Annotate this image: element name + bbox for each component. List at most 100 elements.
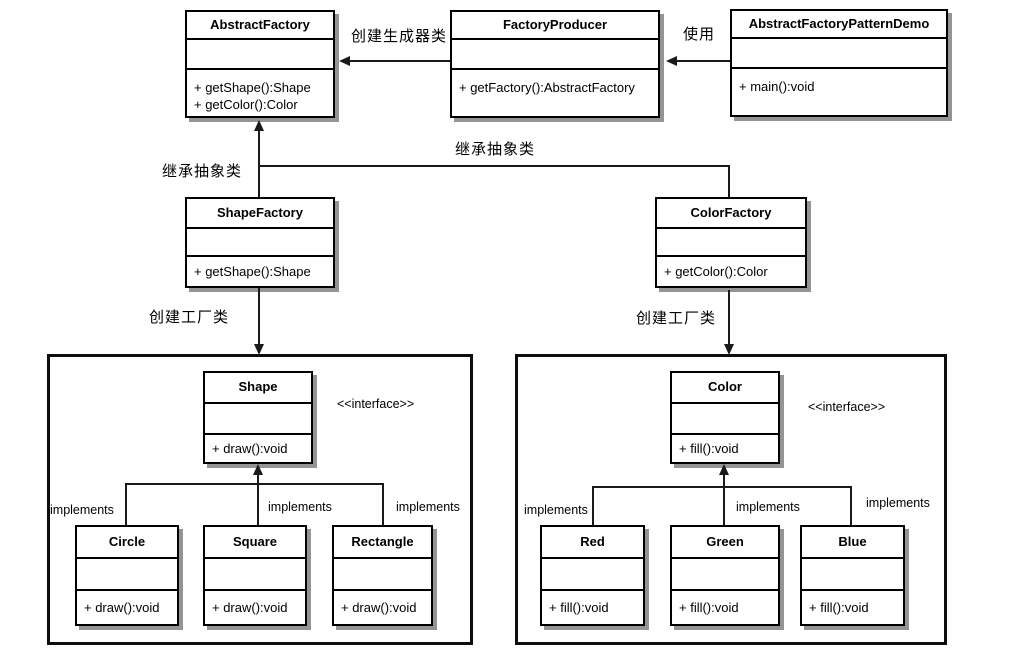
class-method: + getShape():Shape	[194, 80, 311, 95]
edge-colorfactory-inherit-vline	[728, 165, 730, 197]
edge-implements-color-hline	[592, 486, 852, 488]
class-name: Blue	[802, 527, 903, 559]
package-shapes	[47, 354, 473, 645]
class-factory-producer: FactoryProducer + getFactory():AbstractF…	[450, 10, 660, 118]
label-implements-red: implements	[524, 503, 588, 517]
class-shape-factory: ShapeFactory + getShape():Shape	[185, 197, 335, 288]
class-attrs-empty	[77, 559, 177, 591]
class-shape-interface: Shape + draw():void	[203, 371, 313, 464]
class-attrs-empty	[672, 404, 778, 435]
edge-square-implements-vline	[257, 475, 259, 525]
label-implements-circle: implements	[50, 503, 114, 517]
class-red: Red + fill():void	[540, 525, 645, 626]
class-method: + fill():void	[679, 600, 739, 615]
class-method: + getColor():Color	[194, 97, 298, 112]
class-name: AbstractFactoryPatternDemo	[732, 11, 946, 39]
class-attrs-empty	[672, 559, 778, 591]
class-method: + fill():void	[549, 600, 609, 615]
class-methods: + getShape():Shape	[187, 257, 333, 286]
edge-colorfactory-inherit-hline	[258, 165, 730, 167]
class-attrs-empty	[732, 39, 946, 69]
edge-producer-to-abstractfactory	[350, 60, 450, 62]
class-method: + draw():void	[341, 600, 417, 615]
class-rectangle: Rectangle + draw():void	[332, 525, 433, 626]
class-attrs-empty	[205, 404, 311, 435]
label-implements-blue: implements	[866, 496, 930, 510]
label-inherit-abstract-left: 继承抽象类	[162, 163, 243, 180]
class-methods: + draw():void	[334, 591, 431, 624]
class-name: Circle	[77, 527, 177, 559]
arrowhead-implements-color	[719, 464, 729, 475]
class-method: + fill():void	[679, 441, 739, 456]
class-methods: + getColor():Color	[657, 257, 805, 286]
class-methods: + fill():void	[672, 435, 778, 462]
class-blue: Blue + fill():void	[800, 525, 905, 626]
class-attrs-empty	[334, 559, 431, 591]
class-attrs-empty	[452, 40, 658, 70]
label-implements-green: implements	[736, 500, 800, 514]
class-attrs-empty	[802, 559, 903, 591]
class-name: Red	[542, 527, 643, 559]
arrowhead-implements-shape	[253, 464, 263, 475]
class-abstract-factory: AbstractFactory + getShape():Shape + get…	[185, 10, 335, 118]
class-method: + draw():void	[212, 600, 288, 615]
label-interface-stereotype-left: <<interface>>	[337, 397, 415, 411]
class-method: + draw():void	[212, 441, 288, 456]
class-methods: + fill():void	[542, 591, 643, 624]
class-methods: + getShape():Shape + getColor():Color	[187, 70, 333, 116]
edge-colorfactory-to-package	[728, 290, 730, 345]
label-implements-rectangle: implements	[396, 500, 460, 514]
class-color-interface: Color + fill():void	[670, 371, 780, 464]
class-methods: + getFactory():AbstractFactory	[452, 70, 658, 116]
class-name: Square	[205, 527, 305, 559]
label-implements-square: implements	[268, 500, 332, 514]
class-circle: Circle + draw():void	[75, 525, 179, 626]
class-method: + draw():void	[84, 600, 160, 615]
class-square: Square + draw():void	[203, 525, 307, 626]
class-name: Shape	[205, 373, 311, 404]
class-methods: + fill():void	[802, 591, 903, 624]
class-methods: + draw():void	[77, 591, 177, 624]
edge-shapefactory-inherit-vline	[258, 131, 260, 197]
class-method: + getShape():Shape	[194, 264, 311, 279]
edge-shapefactory-to-package	[258, 288, 260, 345]
label-create-factory-right: 创建工厂类	[636, 310, 717, 327]
class-method: + getFactory():AbstractFactory	[459, 80, 635, 95]
arrowhead-inherit-abstractfactory	[254, 120, 264, 131]
class-attrs-empty	[187, 229, 333, 257]
class-methods: + main():void	[732, 69, 946, 115]
class-methods: + draw():void	[205, 435, 311, 462]
arrowhead-producer-to-abstractfactory	[339, 56, 350, 66]
class-method: + fill():void	[809, 600, 869, 615]
class-attrs-empty	[205, 559, 305, 591]
class-attrs-empty	[187, 40, 333, 70]
class-method: + main():void	[739, 79, 815, 94]
class-name: Rectangle	[334, 527, 431, 559]
class-name: AbstractFactory	[187, 12, 333, 40]
label-create-producer: 创建生成器类	[351, 28, 448, 45]
class-pattern-demo: AbstractFactoryPatternDemo + main():void	[730, 9, 948, 117]
edge-green-implements-vline	[723, 475, 725, 525]
arrowhead-colorfactory-to-package	[724, 344, 734, 355]
arrowhead-shapefactory-to-package	[254, 344, 264, 355]
class-green: Green + fill():void	[670, 525, 780, 626]
edge-implements-shape-hline	[125, 483, 384, 485]
label-inherit-abstract-right: 继承抽象类	[455, 141, 536, 158]
class-color-factory: ColorFactory + getColor():Color	[655, 197, 807, 288]
class-method: + getColor():Color	[664, 264, 768, 279]
label-create-factory-left: 创建工厂类	[149, 309, 230, 326]
class-methods: + draw():void	[205, 591, 305, 624]
edge-blue-implements-stub	[850, 486, 852, 525]
class-attrs-empty	[657, 229, 805, 257]
edge-rectangle-implements-stub	[382, 483, 384, 525]
class-name: Color	[672, 373, 778, 404]
class-name: FactoryProducer	[452, 12, 658, 40]
class-methods: + fill():void	[672, 591, 778, 624]
package-colors	[515, 354, 947, 645]
label-use: 使用	[683, 26, 716, 43]
arrowhead-demo-to-producer	[666, 56, 677, 66]
edge-circle-implements-stub	[125, 483, 127, 525]
label-interface-stereotype-right: <<interface>>	[808, 400, 886, 414]
class-name: Green	[672, 527, 778, 559]
